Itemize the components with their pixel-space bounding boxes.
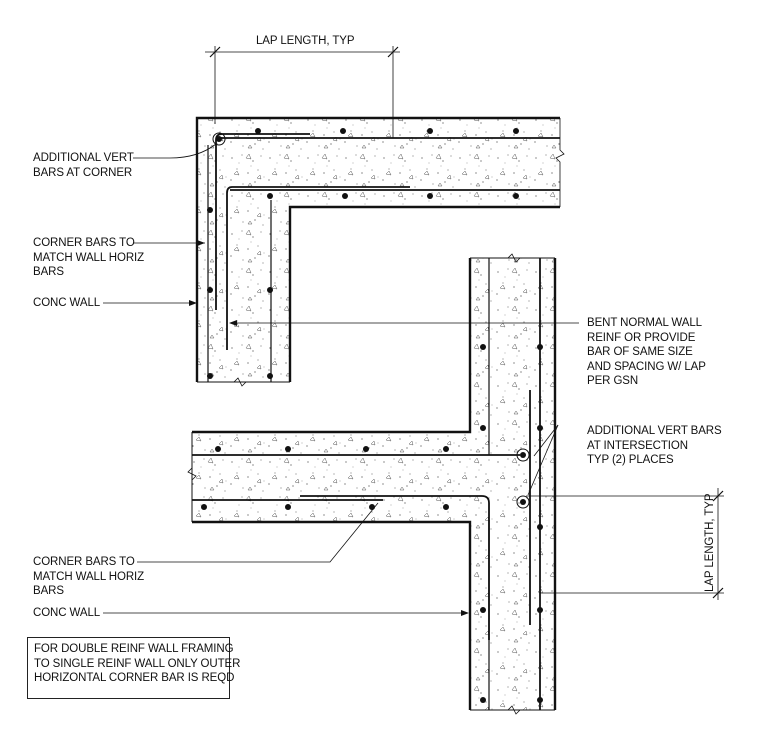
corner-bars-label-upper: CORNER BARS TO MATCH WALL HORIZ BARS xyxy=(33,237,145,278)
general-note-text: FOR DOUBLE REINF WALL FRAMING TO SINGLE … xyxy=(34,643,241,684)
leader-lines xyxy=(103,143,579,614)
lap-length-right-label: LAP LENGTH, TYP xyxy=(704,493,716,592)
corner-bars-label-lower: CORNER BARS TO MATCH WALL HORIZ BARS xyxy=(33,556,145,597)
additional-vert-bars-intersection-label: ADDITIONAL VERT BARS AT INTERSECTION TYP… xyxy=(587,425,722,466)
bent-normal-wall-label: BENT NORMAL WALL REINF OR PROVIDE BAR OF… xyxy=(587,317,706,387)
general-note-box: FOR DOUBLE REINF WALL FRAMING TO SINGLE … xyxy=(27,637,240,699)
lap-length-top-label: LAP LENGTH, TYP xyxy=(256,35,355,47)
upper-corner-wall xyxy=(195,116,565,387)
additional-vert-bars-corner-label: ADDITIONAL VERT BARS AT CORNER xyxy=(33,152,134,179)
lower-t-wall xyxy=(187,253,557,715)
conc-wall-label-upper: CONC WALL xyxy=(33,297,101,309)
leader-arrowheads xyxy=(189,240,469,616)
dimension-lines xyxy=(205,46,724,600)
conc-wall-label-lower: CONC WALL xyxy=(33,607,101,619)
